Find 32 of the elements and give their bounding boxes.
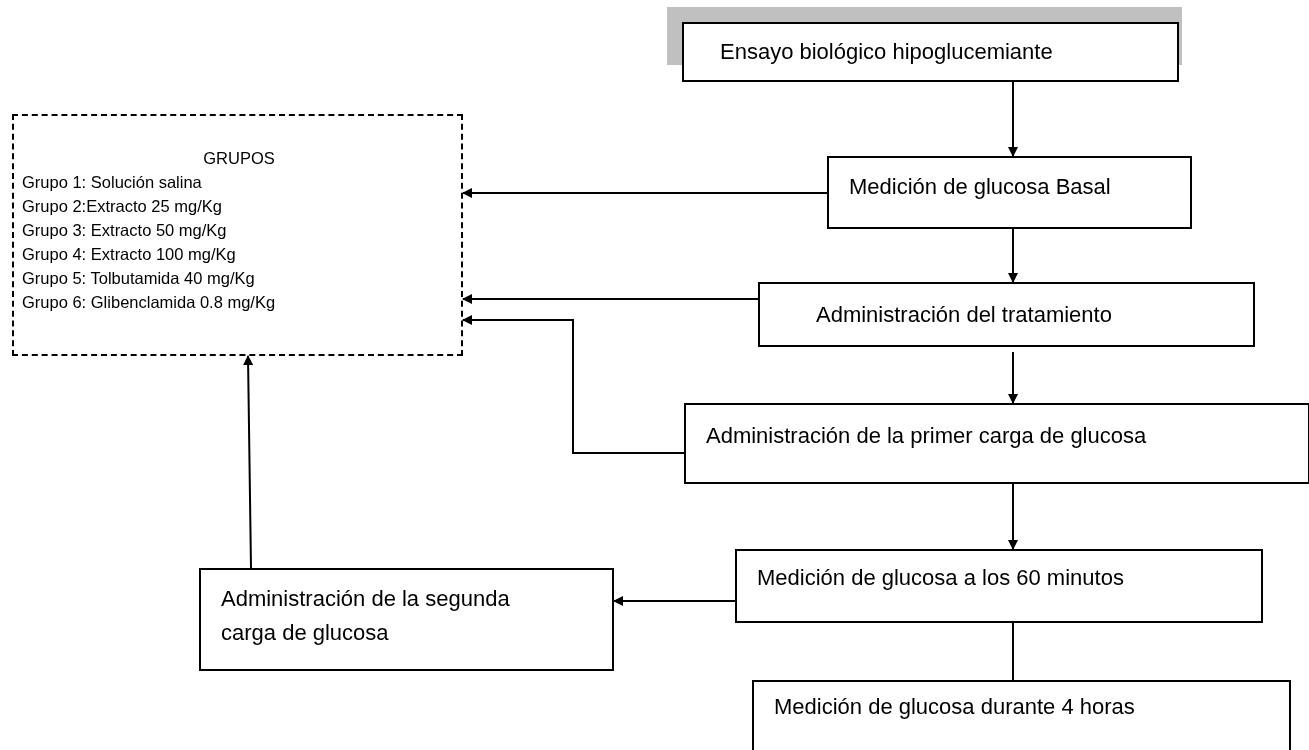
step-text: Administración del tratamiento: [816, 302, 1112, 328]
process-box: [827, 156, 1192, 229]
connector-line: [1012, 622, 1014, 681]
arrow: [1008, 81, 1018, 157]
list-heading: GRUPOS: [202, 148, 276, 169]
arrow: [1008, 351, 1018, 404]
step-text: Medición de glucosa Basal: [849, 174, 1111, 200]
arrow: [462, 188, 828, 198]
arrow: [243, 355, 254, 569]
list-item: Grupo 6: Glibenclamida 0.8 mg/Kg: [22, 292, 276, 313]
list-item: Grupo 4: Extracto 100 mg/Kg: [22, 244, 236, 265]
arrow: [1008, 483, 1018, 550]
arrow: [462, 315, 685, 454]
list-item: Grupo 3: Extracto 50 mg/Kg: [22, 220, 227, 241]
process-box: [682, 22, 1179, 82]
process-box: [684, 403, 1309, 484]
process-box: [758, 282, 1255, 347]
step-text: Medición de glucosa a los 60 minutos: [757, 565, 1124, 591]
arrow: [462, 294, 759, 304]
step-text: Administración de la primer carga de glucosa: [706, 423, 1147, 449]
group-list-box: [12, 114, 463, 356]
list-item: Grupo 1: Solución salina: [22, 172, 202, 193]
list-item: Grupo 5: Tolbutamida 40 mg/Kg: [22, 268, 255, 289]
process-box: [199, 568, 614, 671]
process-box: [752, 680, 1291, 750]
step-text: Medición de glucosa durante 4 horas: [774, 694, 1135, 720]
arrow: [1008, 228, 1018, 283]
arrow: [613, 596, 736, 606]
process-box: [735, 549, 1263, 623]
list-item: Grupo 2:Extracto 25 mg/Kg: [22, 196, 222, 217]
step-text: Ensayo biológico hipoglucemiante: [720, 39, 1053, 65]
step-text: Administración de la segunda carga de glucosa: [221, 585, 511, 647]
